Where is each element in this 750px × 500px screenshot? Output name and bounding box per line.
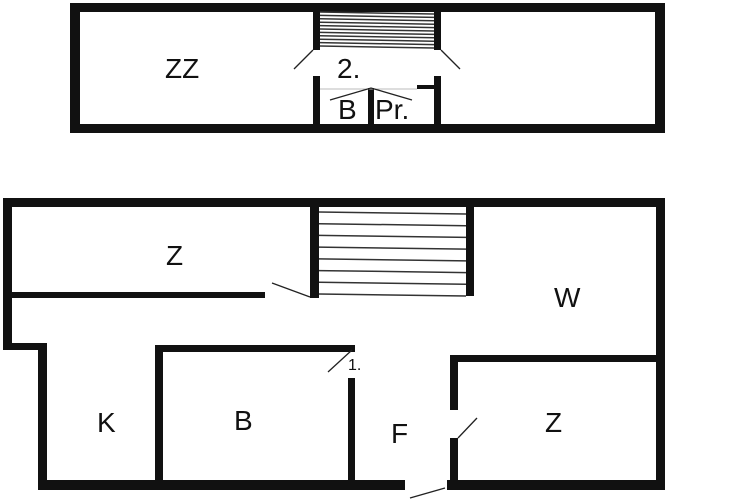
room-label: W xyxy=(554,282,581,313)
wall xyxy=(434,76,441,126)
wall xyxy=(70,3,80,133)
room-label: Pr. xyxy=(375,94,409,125)
stair-step xyxy=(319,31,435,36)
ground-floor: Z W K B F Z 1. xyxy=(3,198,665,499)
stair-step xyxy=(319,28,435,32)
room-label: Z xyxy=(166,240,183,271)
wall xyxy=(70,124,665,133)
wall xyxy=(12,292,265,298)
wall xyxy=(38,480,405,490)
wall xyxy=(656,198,665,490)
stair-step xyxy=(319,11,435,15)
wall xyxy=(155,345,163,482)
stair-step xyxy=(319,38,435,42)
level-marker: 1. xyxy=(348,357,361,374)
wall xyxy=(38,343,47,490)
stair-step xyxy=(318,211,467,215)
stair-step xyxy=(319,24,435,29)
stair-step xyxy=(318,234,467,239)
wall xyxy=(450,355,665,362)
staircase xyxy=(318,211,467,297)
room-label: B xyxy=(338,94,357,125)
wall xyxy=(3,198,12,350)
stair-step xyxy=(318,281,467,286)
room-label: ZZ xyxy=(165,53,199,84)
stair-step xyxy=(318,293,467,297)
stair-step xyxy=(318,269,467,274)
stair-step xyxy=(319,41,435,46)
stair-step xyxy=(318,258,467,262)
wall xyxy=(417,85,434,89)
wall xyxy=(450,438,458,482)
wall xyxy=(3,343,47,350)
wall xyxy=(70,3,665,12)
wall xyxy=(447,480,665,490)
wall xyxy=(368,88,374,126)
wall xyxy=(450,355,458,410)
staircase xyxy=(319,11,435,49)
room-label: K xyxy=(97,407,116,438)
wall xyxy=(313,76,320,126)
wall xyxy=(310,206,319,298)
stair-step xyxy=(318,246,467,250)
wall xyxy=(348,378,355,482)
wall xyxy=(466,206,474,296)
stair-step xyxy=(319,18,435,22)
stair-step xyxy=(319,35,435,39)
wall xyxy=(313,10,320,50)
room-label: F xyxy=(391,418,408,449)
room-label: 2. xyxy=(337,53,360,84)
wall xyxy=(3,198,665,207)
stair-step xyxy=(318,222,467,227)
wall xyxy=(655,3,665,133)
upper-floor: ZZ 2. B Pr. xyxy=(70,3,665,133)
wall xyxy=(434,10,441,50)
room-label: B xyxy=(234,405,253,436)
stair-step xyxy=(319,14,435,19)
stair-step xyxy=(319,21,435,25)
stair-step xyxy=(319,45,435,49)
wall xyxy=(155,345,355,352)
room-label: Z xyxy=(545,407,562,438)
